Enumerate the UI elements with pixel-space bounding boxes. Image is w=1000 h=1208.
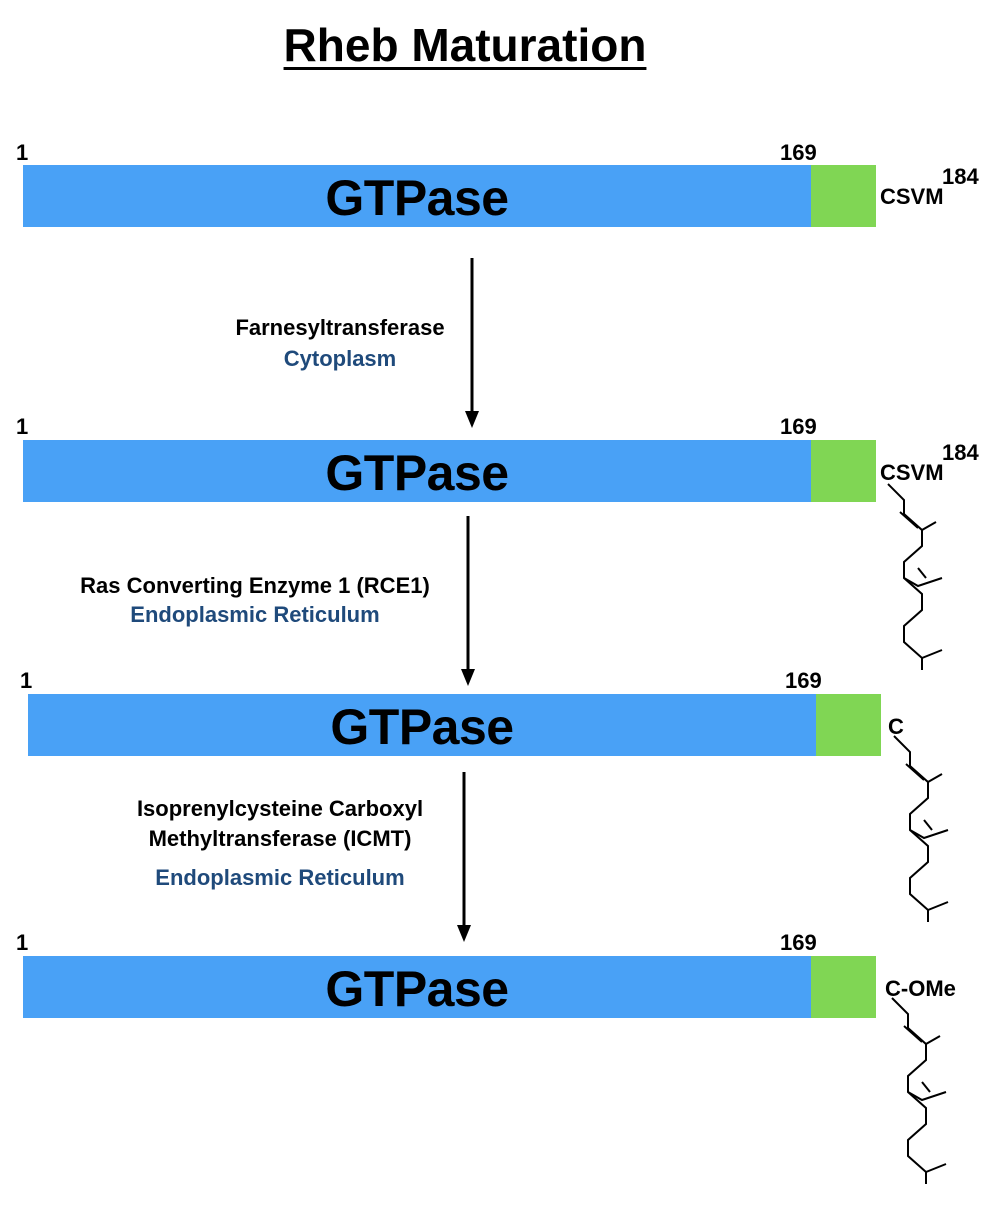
arrow-step-2 (461, 516, 475, 686)
c-terminal-tail (811, 165, 876, 227)
enzyme-icmt-line1: Isoprenylcysteine Carboxyl (136, 796, 424, 821)
enzyme-rce1: Ras Converting Enzyme 1 (RCE1) (80, 573, 430, 598)
farnesyl-group (891, 997, 947, 1184)
domain-end-residue: 169 (780, 414, 817, 439)
caax-motif: CSVM (880, 184, 944, 209)
start-residue: 1 (16, 414, 29, 439)
location-endoplasmic-reticulum: Endoplasmic Reticulum (130, 602, 380, 627)
location-endoplasmic-reticulum: Endoplasmic Reticulum (155, 865, 405, 890)
c-terminal-tail (811, 440, 876, 502)
farnesyl-group (893, 735, 949, 922)
c-terminal-tail (816, 694, 881, 756)
farnesyl-group (887, 483, 943, 670)
gtpase-label: GTPase (325, 170, 509, 226)
diagram-title: Rheb Maturation (283, 19, 647, 71)
caax-motif: CSVM (880, 460, 944, 485)
enzyme-farnesyltransferase: Farnesyltransferase (235, 315, 445, 340)
gtpase-label: GTPase (325, 445, 509, 501)
start-residue: 1 (16, 930, 29, 955)
gtpase-label: GTPase (325, 961, 509, 1017)
cysteine-residue: C (888, 714, 904, 739)
domain-end-residue: 169 (785, 668, 822, 693)
gtpase-domain-bar (23, 165, 811, 227)
arrow-step-1 (465, 258, 479, 428)
location-cytoplasm: Cytoplasm (283, 346, 397, 371)
start-residue: 1 (16, 140, 29, 165)
enzyme-icmt-line2: Methyltransferase (ICMT) (148, 826, 412, 851)
end-residue: 184 (942, 164, 979, 189)
gtpase-label: GTPase (330, 699, 514, 755)
start-residue: 1 (20, 668, 33, 693)
gtpase-domain-bar (28, 694, 816, 756)
methylated-cysteine: C-OMe (885, 976, 956, 1001)
arrow-step-3 (457, 772, 471, 942)
domain-end-residue: 169 (780, 930, 817, 955)
c-terminal-tail (811, 956, 876, 1018)
gtpase-domain-bar (23, 956, 811, 1018)
domain-end-residue: 169 (780, 140, 817, 165)
end-residue: 184 (942, 440, 979, 465)
gtpase-domain-bar (23, 440, 811, 502)
